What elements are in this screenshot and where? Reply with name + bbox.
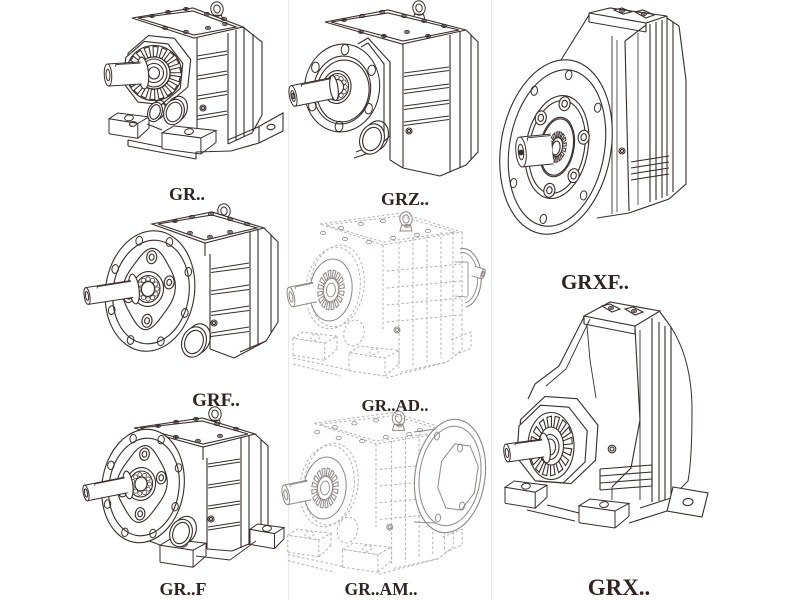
svg-text:GRXF..: GRXF..: [561, 270, 629, 294]
svg-text:GR..AM..: GR..AM..: [345, 579, 418, 599]
svg-text:GR..: GR..: [169, 184, 205, 204]
svg-text:GR..AD..: GR..AD..: [361, 396, 428, 415]
svg-text:GR..F: GR..F: [160, 579, 207, 599]
svg-text:GRF..: GRF..: [192, 390, 240, 411]
svg-text:GRZ..: GRZ..: [381, 189, 429, 209]
svg-text:GRX..: GRX..: [588, 575, 651, 600]
